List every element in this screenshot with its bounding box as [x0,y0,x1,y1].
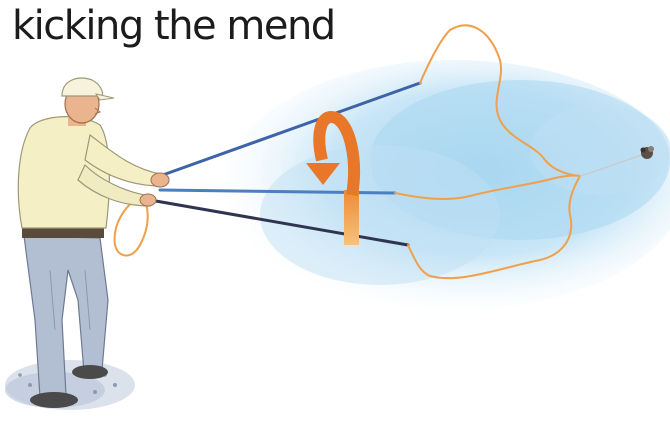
angler-hand-upper [151,173,169,187]
angler-shoe-right [72,365,108,379]
angler-shoe-left [30,392,78,408]
angler-figure [18,78,169,408]
angler-cap [62,78,103,96]
angler-hand-lower [140,194,156,206]
angler-shirt [18,117,109,228]
water-area [225,60,670,310]
